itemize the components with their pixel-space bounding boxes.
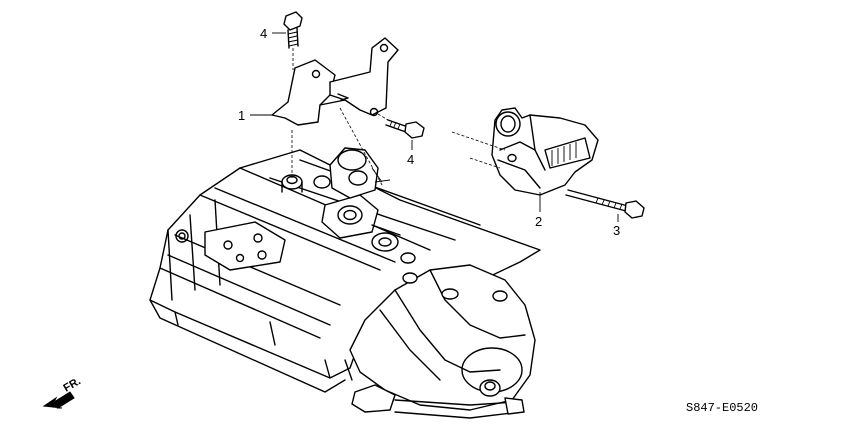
diagram-code: S847-E0520: [686, 401, 758, 415]
transmission-housing: [149, 147, 541, 393]
transmission-mount: [451, 107, 599, 196]
callout-4-top: 4: [260, 26, 267, 41]
leader-lines: [250, 32, 619, 222]
mount-bracket: [271, 37, 399, 186]
bolt-top: [283, 11, 303, 70]
callout-4-mid: 4: [407, 152, 414, 167]
front-arrow-icon: [42, 391, 75, 409]
callout-3: 3: [613, 223, 620, 238]
bolt-mid: [377, 113, 425, 139]
bell-housing: [344, 264, 536, 419]
front-indicator-label: FR.: [62, 375, 83, 394]
bolt-long: [565, 189, 645, 219]
callout-2: 2: [535, 214, 542, 229]
callout-1: 1: [238, 108, 245, 123]
